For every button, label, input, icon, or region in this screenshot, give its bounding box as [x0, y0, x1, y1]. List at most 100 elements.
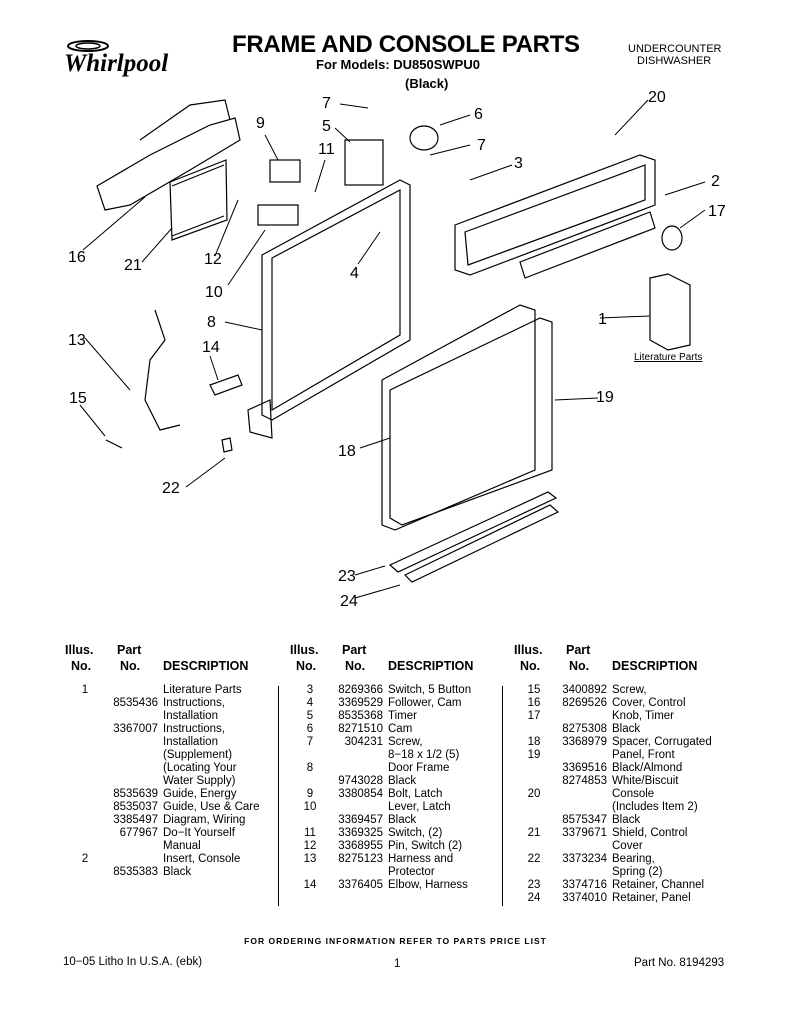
callout-19: 19	[596, 389, 614, 406]
callout-12: 12	[204, 251, 222, 268]
illus-no: 21	[527, 827, 541, 839]
description: Screw,	[612, 684, 647, 696]
description: Installation	[163, 736, 218, 748]
callout-15: 15	[69, 390, 87, 407]
description: Insert, Console	[163, 853, 241, 865]
illus-no: 22	[527, 853, 541, 865]
part-no: 8575347	[562, 814, 607, 826]
description: Bearing,	[612, 853, 655, 865]
part-no: 8269366	[338, 684, 383, 696]
shield-part	[169, 159, 228, 241]
litho-line: 10−05 Litho In U.S.A. (ebk)	[63, 956, 203, 968]
callout-16: 16	[68, 249, 86, 266]
part-no: 3369325	[338, 827, 383, 839]
timer-part	[344, 139, 384, 186]
description: Timer	[388, 710, 417, 722]
part-no: 3369457	[338, 814, 383, 826]
part-no: 8535037	[113, 801, 158, 813]
callout-2: 2	[711, 173, 720, 190]
description: Elbow, Harness	[388, 879, 468, 891]
door-frame-part	[261, 179, 411, 421]
page-title: FRAME AND CONSOLE PARTS	[232, 31, 580, 58]
description: Black	[388, 775, 417, 787]
callout-14: 14	[202, 339, 220, 356]
part-no: 3374716	[562, 879, 607, 891]
latch-bolt-part	[269, 159, 301, 183]
header-part-no: No.	[345, 659, 366, 673]
cam-part	[409, 125, 439, 151]
description: Black/Almond	[612, 762, 683, 774]
illus-no: 14	[303, 879, 317, 891]
callout-18: 18	[338, 443, 356, 460]
illus-no: 8	[306, 762, 314, 774]
part-number: Part No. 8194293	[634, 957, 725, 969]
literature-parts-label: Literature Parts	[634, 352, 702, 363]
part-no: 3368955	[338, 840, 383, 852]
part-no: 3379671	[562, 827, 607, 839]
part-no: 8535436	[113, 697, 158, 709]
description: Switch, (2)	[388, 827, 443, 839]
whirlpool-logo: Whirlpool	[62, 38, 184, 78]
description: Bolt, Latch	[388, 788, 443, 800]
illus-no: 7	[306, 736, 314, 748]
description: Cover	[612, 840, 643, 852]
illus-no: 23	[527, 879, 541, 891]
illus-no: 18	[527, 736, 541, 748]
description: Lever, Latch	[388, 801, 451, 813]
latch-lever-part	[257, 204, 299, 226]
illus-no: 2	[81, 853, 89, 865]
header-illus: Illus.	[514, 643, 543, 657]
header-part-no: No.	[120, 659, 141, 673]
illus-no: 10	[303, 801, 317, 813]
part-no: 3380854	[338, 788, 383, 800]
part-no: 8275123	[338, 853, 383, 865]
illus-no: 16	[527, 697, 541, 709]
part-no: 3374010	[562, 892, 607, 904]
product-type-line2: DISHWASHER	[637, 55, 712, 67]
front-panel-part	[389, 317, 553, 526]
callout-8: 8	[207, 314, 216, 331]
callout-23: 23	[338, 568, 356, 585]
callout-13: 13	[68, 332, 86, 349]
illus-no: 11	[304, 827, 316, 839]
callout-10: 10	[205, 284, 223, 301]
retainer-channel-part	[388, 491, 558, 573]
literature-parts-icon	[649, 273, 691, 351]
column-divider	[278, 686, 279, 906]
description: Guide, Energy	[163, 788, 237, 800]
description: Black	[612, 814, 641, 826]
description: Cover, Control	[612, 697, 686, 709]
callout-6: 6	[474, 106, 483, 123]
header-part-no: No.	[569, 659, 590, 673]
part-no: 8275308	[562, 723, 607, 735]
illus-no: 17	[527, 710, 541, 722]
description: (Includes Item 2)	[612, 801, 698, 813]
description: Diagram, Wiring	[163, 814, 246, 826]
bearing-part	[221, 437, 233, 453]
description: Screw,	[388, 736, 423, 748]
callout-1: 1	[598, 311, 607, 328]
callout-20: 20	[648, 89, 666, 106]
ordering-note: FOR ORDERING INFORMATION REFER TO PARTS …	[244, 936, 547, 946]
model-line: For Models: DU850SWPU0	[316, 57, 480, 72]
retainer-panel-part	[403, 504, 560, 583]
part-no: 8535639	[113, 788, 158, 800]
leader-lines	[79, 99, 706, 599]
description: Retainer, Channel	[612, 879, 705, 891]
description: Pin, Switch (2)	[388, 840, 463, 852]
illus-no: 9	[306, 788, 314, 800]
callout-4: 4	[350, 265, 359, 282]
callout-11: 11	[318, 141, 335, 158]
illus-no: 3	[306, 684, 314, 696]
description: Protector	[388, 866, 435, 878]
illus-no: 5	[306, 710, 314, 722]
header-illus-no: No.	[296, 659, 317, 673]
description: Instructions,	[163, 697, 225, 709]
description: Retainer, Panel	[612, 892, 691, 904]
header-part: Part	[566, 643, 591, 657]
part-no: 3367007	[113, 723, 158, 735]
description: Do−It Yourself	[163, 827, 235, 839]
